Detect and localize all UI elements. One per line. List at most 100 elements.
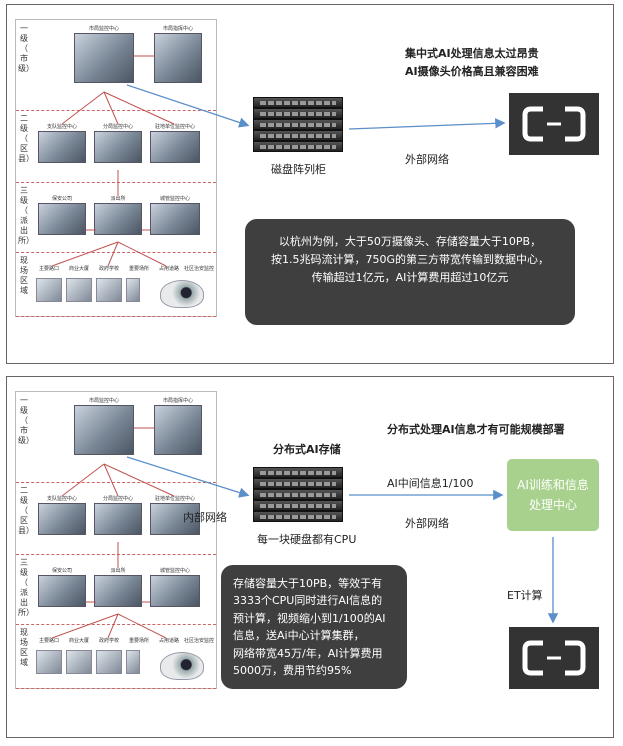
node-caption: 主要路口 bbox=[38, 638, 59, 644]
photo bbox=[38, 575, 86, 607]
headline-line2: AI摄像头价格高且兼容困难 bbox=[405, 65, 539, 78]
callout-line: 3333个CPU同时进行AI信息的 bbox=[233, 594, 383, 608]
node-caption: 政府学校 bbox=[98, 266, 119, 272]
city-monitor-center: 市局监控中心 bbox=[74, 398, 134, 455]
node-caption: 主要路口 bbox=[38, 266, 59, 272]
photo bbox=[38, 131, 86, 163]
node-caption: 政府学校 bbox=[98, 638, 119, 644]
ai-info-label: AI中间信息1/100 bbox=[387, 477, 474, 490]
tree-links bbox=[51, 55, 175, 267]
server-caption: 每一块硬盘都有CPU bbox=[257, 533, 357, 546]
tier-label: 一级（市级） bbox=[18, 24, 34, 73]
field-photo bbox=[66, 278, 92, 302]
field-node: 政府学校 bbox=[96, 638, 122, 645]
tier-field: 现场区域 主要路口 商业大厦 政府学校 重要场所 占用道路 社区治安监控 bbox=[16, 624, 216, 689]
tier-district: 二级（区县） 支队监控中心 分局监控中心 驻地单位监控中心 bbox=[16, 482, 216, 555]
aliyun-logo-icon bbox=[509, 93, 599, 155]
district-node: 驻地单位监控中心 bbox=[150, 496, 200, 535]
callout-line: 信息，送Ai中心计算集群， bbox=[233, 629, 365, 643]
tier-city: 一级（市级） 市局监控中心 市局指挥中心 bbox=[16, 20, 216, 111]
node-caption: 市局指挥中心 bbox=[162, 26, 193, 32]
node-caption: 支队监控中心 bbox=[46, 124, 77, 130]
node-caption: 市局监控中心 bbox=[88, 398, 119, 404]
node-caption: 分局监控中心 bbox=[102, 124, 133, 130]
tier-label: 现场区域 bbox=[20, 628, 28, 667]
field-node: 占用道路 bbox=[156, 638, 182, 645]
city-command-center: 市局指挥中心 bbox=[154, 26, 202, 83]
district-node: 支队监控中心 bbox=[38, 496, 86, 535]
photo bbox=[74, 405, 134, 455]
node-caption: 重要场所 bbox=[128, 638, 149, 644]
field-node: 占用道路 bbox=[156, 266, 182, 273]
tier-label: 二级（区县） bbox=[18, 486, 34, 535]
station-node: 保安公司 bbox=[38, 196, 86, 235]
field-photo bbox=[36, 650, 62, 674]
field-node: 主要路口 bbox=[36, 266, 62, 273]
aliyun-logo-shape bbox=[522, 106, 586, 142]
photo bbox=[150, 131, 200, 163]
node-caption: 市局监控中心 bbox=[88, 26, 119, 32]
node-caption: 城管监控中心 bbox=[159, 196, 190, 202]
field-node: 商业大厦 bbox=[66, 638, 92, 645]
node-caption: 重要场所 bbox=[128, 266, 149, 272]
node-caption: 商业大厦 bbox=[68, 638, 89, 644]
field-photo bbox=[126, 650, 140, 674]
field-node: 社区治安监控 bbox=[184, 266, 214, 273]
green-box-line1: AI训练和信息 bbox=[517, 478, 589, 492]
node-caption: 城管监控中心 bbox=[159, 568, 190, 574]
aliyun-logo-shape bbox=[522, 640, 586, 676]
node-caption: 驻地单位监控中心 bbox=[154, 496, 195, 502]
photo bbox=[150, 575, 200, 607]
distributed-storage-server-icon bbox=[253, 467, 343, 525]
field-node: 重要场所 bbox=[126, 266, 152, 273]
server-caption: 磁盘阵列柜 bbox=[271, 163, 326, 176]
field-photo bbox=[66, 650, 92, 674]
field-node: 社区治安监控 bbox=[184, 638, 214, 645]
node-caption: 占用道路 bbox=[158, 638, 179, 644]
field-node: 商业大厦 bbox=[66, 266, 92, 273]
callout-line: 以杭州为例，大于50万摄像头、存储容量大于10PB， bbox=[278, 235, 542, 248]
city-command-center: 市局指挥中心 bbox=[154, 398, 202, 455]
node-caption: 社区治安监控 bbox=[184, 638, 215, 644]
cost-callout: 以杭州为例，大于50万摄像头、存储容量大于10PB， 按1.5兆码流计算，750… bbox=[245, 219, 575, 325]
ai-training-center-box: AI训练和信息 处理中心 bbox=[507, 459, 599, 531]
node-caption: 占用道路 bbox=[158, 266, 179, 272]
camera-icon bbox=[160, 652, 204, 680]
tier-label: 三级（派出所） bbox=[18, 558, 34, 617]
district-node: 分局监控中心 bbox=[94, 496, 142, 535]
callout-line: 存储容量大于10PB，等效于有 bbox=[233, 577, 383, 590]
node-caption: 驻地单位监控中心 bbox=[154, 124, 195, 130]
node-caption: 保安公司 bbox=[51, 568, 72, 574]
station-node: 城管监控中心 bbox=[150, 196, 200, 235]
station-node: 派出所 bbox=[94, 196, 142, 235]
disk-array-server-icon bbox=[253, 97, 343, 155]
photo bbox=[150, 503, 200, 535]
storage-title: 分布式AI存储 bbox=[273, 443, 341, 456]
photo bbox=[94, 203, 142, 235]
field-node: 主要路口 bbox=[36, 638, 62, 645]
photo bbox=[94, 131, 142, 163]
et-label: ET计算 bbox=[507, 589, 543, 602]
top-panel: 一级（市级） 市局监控中心 市局指挥中心 二级（区县） 支队监控中心 分局监控中… bbox=[6, 4, 614, 364]
tier-station: 三级（派出所） 保安公司 派出所 城管监控中心 bbox=[16, 554, 216, 625]
tier-label: 现场区域 bbox=[20, 256, 28, 295]
node-caption: 派出所 bbox=[110, 196, 126, 202]
savings-callout: 存储容量大于10PB，等效于有 3333个CPU同时进行AI信息的 预计算，视频… bbox=[221, 565, 407, 689]
node-caption: 保安公司 bbox=[51, 196, 72, 202]
station-node: 城管监控中心 bbox=[150, 568, 200, 607]
node-caption: 社区治安监控 bbox=[184, 266, 215, 272]
photo bbox=[74, 33, 134, 83]
field-node: 重要场所 bbox=[126, 638, 152, 645]
field-photo bbox=[126, 278, 140, 302]
external-network-label: 外部网络 bbox=[405, 517, 449, 530]
node-caption: 派出所 bbox=[110, 568, 126, 574]
tier-city: 一级（市级） 市局监控中心 市局指挥中心 bbox=[16, 392, 216, 483]
network-label: 外部网络 bbox=[405, 153, 449, 166]
field-photo bbox=[96, 650, 122, 674]
photo bbox=[38, 203, 86, 235]
surveillance-tree: 一级（市级） 市局监控中心 市局指挥中心 二级（区县） 支队监控中心 分局监控中… bbox=[15, 391, 217, 689]
tier-field: 现场区域 主要路口 商业大厦 政府学校 重要场所 占用道路 社区治安监控 bbox=[16, 252, 216, 317]
tier-district: 二级（区县） 支队监控中心 分局监控中心 驻地单位监控中心 bbox=[16, 110, 216, 183]
tier-station: 三级（派出所） 保安公司 派出所 城管监控中心 bbox=[16, 182, 216, 253]
field-node: 政府学校 bbox=[96, 266, 122, 273]
